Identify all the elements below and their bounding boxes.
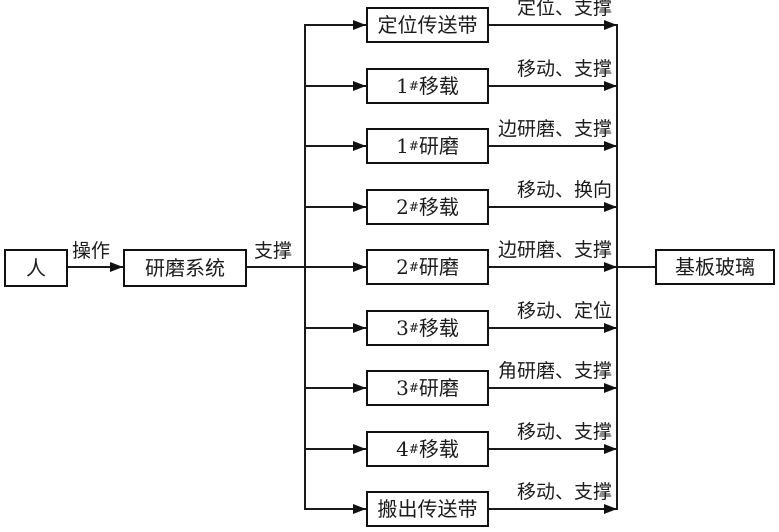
arrowhead-into-right-bus [604,262,617,272]
support-edge-label: 支撑 [253,240,292,262]
bus-to-box-line [305,448,366,450]
branch-edge-label: 移动、支撑 [516,421,612,443]
arrowhead-into-box [353,202,366,212]
branch-edge-label: 移动、支撑 [516,481,612,503]
arrowhead-into-right-bus [604,504,617,514]
box-to-bus-line [489,327,617,329]
branch-edge-label: 角研磨、支撑 [497,360,612,382]
operate-edge-label: 操作 [71,240,110,262]
arrowhead-into-box [353,20,366,30]
bus-to-box-line [305,206,366,208]
bus-to-box-line [305,24,366,26]
branch-box: 3#移载 [366,310,489,346]
branch-edge-label: 边研磨、支撑 [497,118,612,140]
branch-box: 定位传送带 [366,7,489,43]
box-to-bus-line [489,266,617,268]
arrowhead-into-right-bus [604,141,617,151]
arrowhead-into-right-bus [604,20,617,30]
bus-to-box-line [305,508,366,510]
box-to-bus-line [489,85,617,87]
arrowhead-into-box [353,323,366,333]
box-to-bus-line [489,387,617,389]
branch-edge-label: 边研磨、支撑 [497,239,612,261]
branch-box: 4#移载 [366,431,489,467]
branch-edge-label: 移动、定位 [516,300,612,322]
arrowhead-into-box [353,141,366,151]
branch-box: 1#移载 [366,68,489,104]
box-to-bus-line [489,448,617,450]
arrowhead-into-right-bus [604,81,617,91]
branch-edge-label: 移动、换向 [516,179,612,201]
system-to-bus-line [247,266,305,268]
bus-to-box-line [305,85,366,87]
bus-to-box-line [305,145,366,147]
box-to-bus-line [489,24,617,26]
bus-to-box-line [305,327,366,329]
branch-edge-label: 移动、支撑 [516,58,612,80]
branch-box: 2#移载 [366,189,489,225]
arrowhead-into-system [110,262,123,272]
arrowhead-into-box [353,504,366,514]
person-to-system-line [68,266,123,268]
branch-edge-label: 定位、支撑 [516,0,612,19]
arrowhead-into-box [353,81,366,91]
person-box: 人 [4,249,68,287]
box-to-bus-line [489,206,617,208]
arrowhead-into-right-bus [604,444,617,454]
bus-to-glass-line [617,266,655,268]
branch-box: 1#研磨 [366,128,489,164]
arrowhead-into-box [353,383,366,393]
arrowhead-into-right-bus [604,202,617,212]
branch-box: 搬出传送带 [366,491,489,527]
grinding-system-box: 研磨系统 [123,249,247,287]
arrowhead-into-box [353,262,366,272]
substrate-glass-box: 基板玻璃 [655,249,775,285]
arrowhead-into-right-bus [604,383,617,393]
arrowhead-into-right-bus [604,323,617,333]
branch-box: 2#研磨 [366,249,489,285]
bus-to-box-line [305,266,366,268]
box-to-bus-line [489,145,617,147]
arrowhead-into-box [353,444,366,454]
branch-box: 3#研磨 [366,370,489,406]
bus-to-box-line [305,387,366,389]
box-to-bus-line [489,508,617,510]
